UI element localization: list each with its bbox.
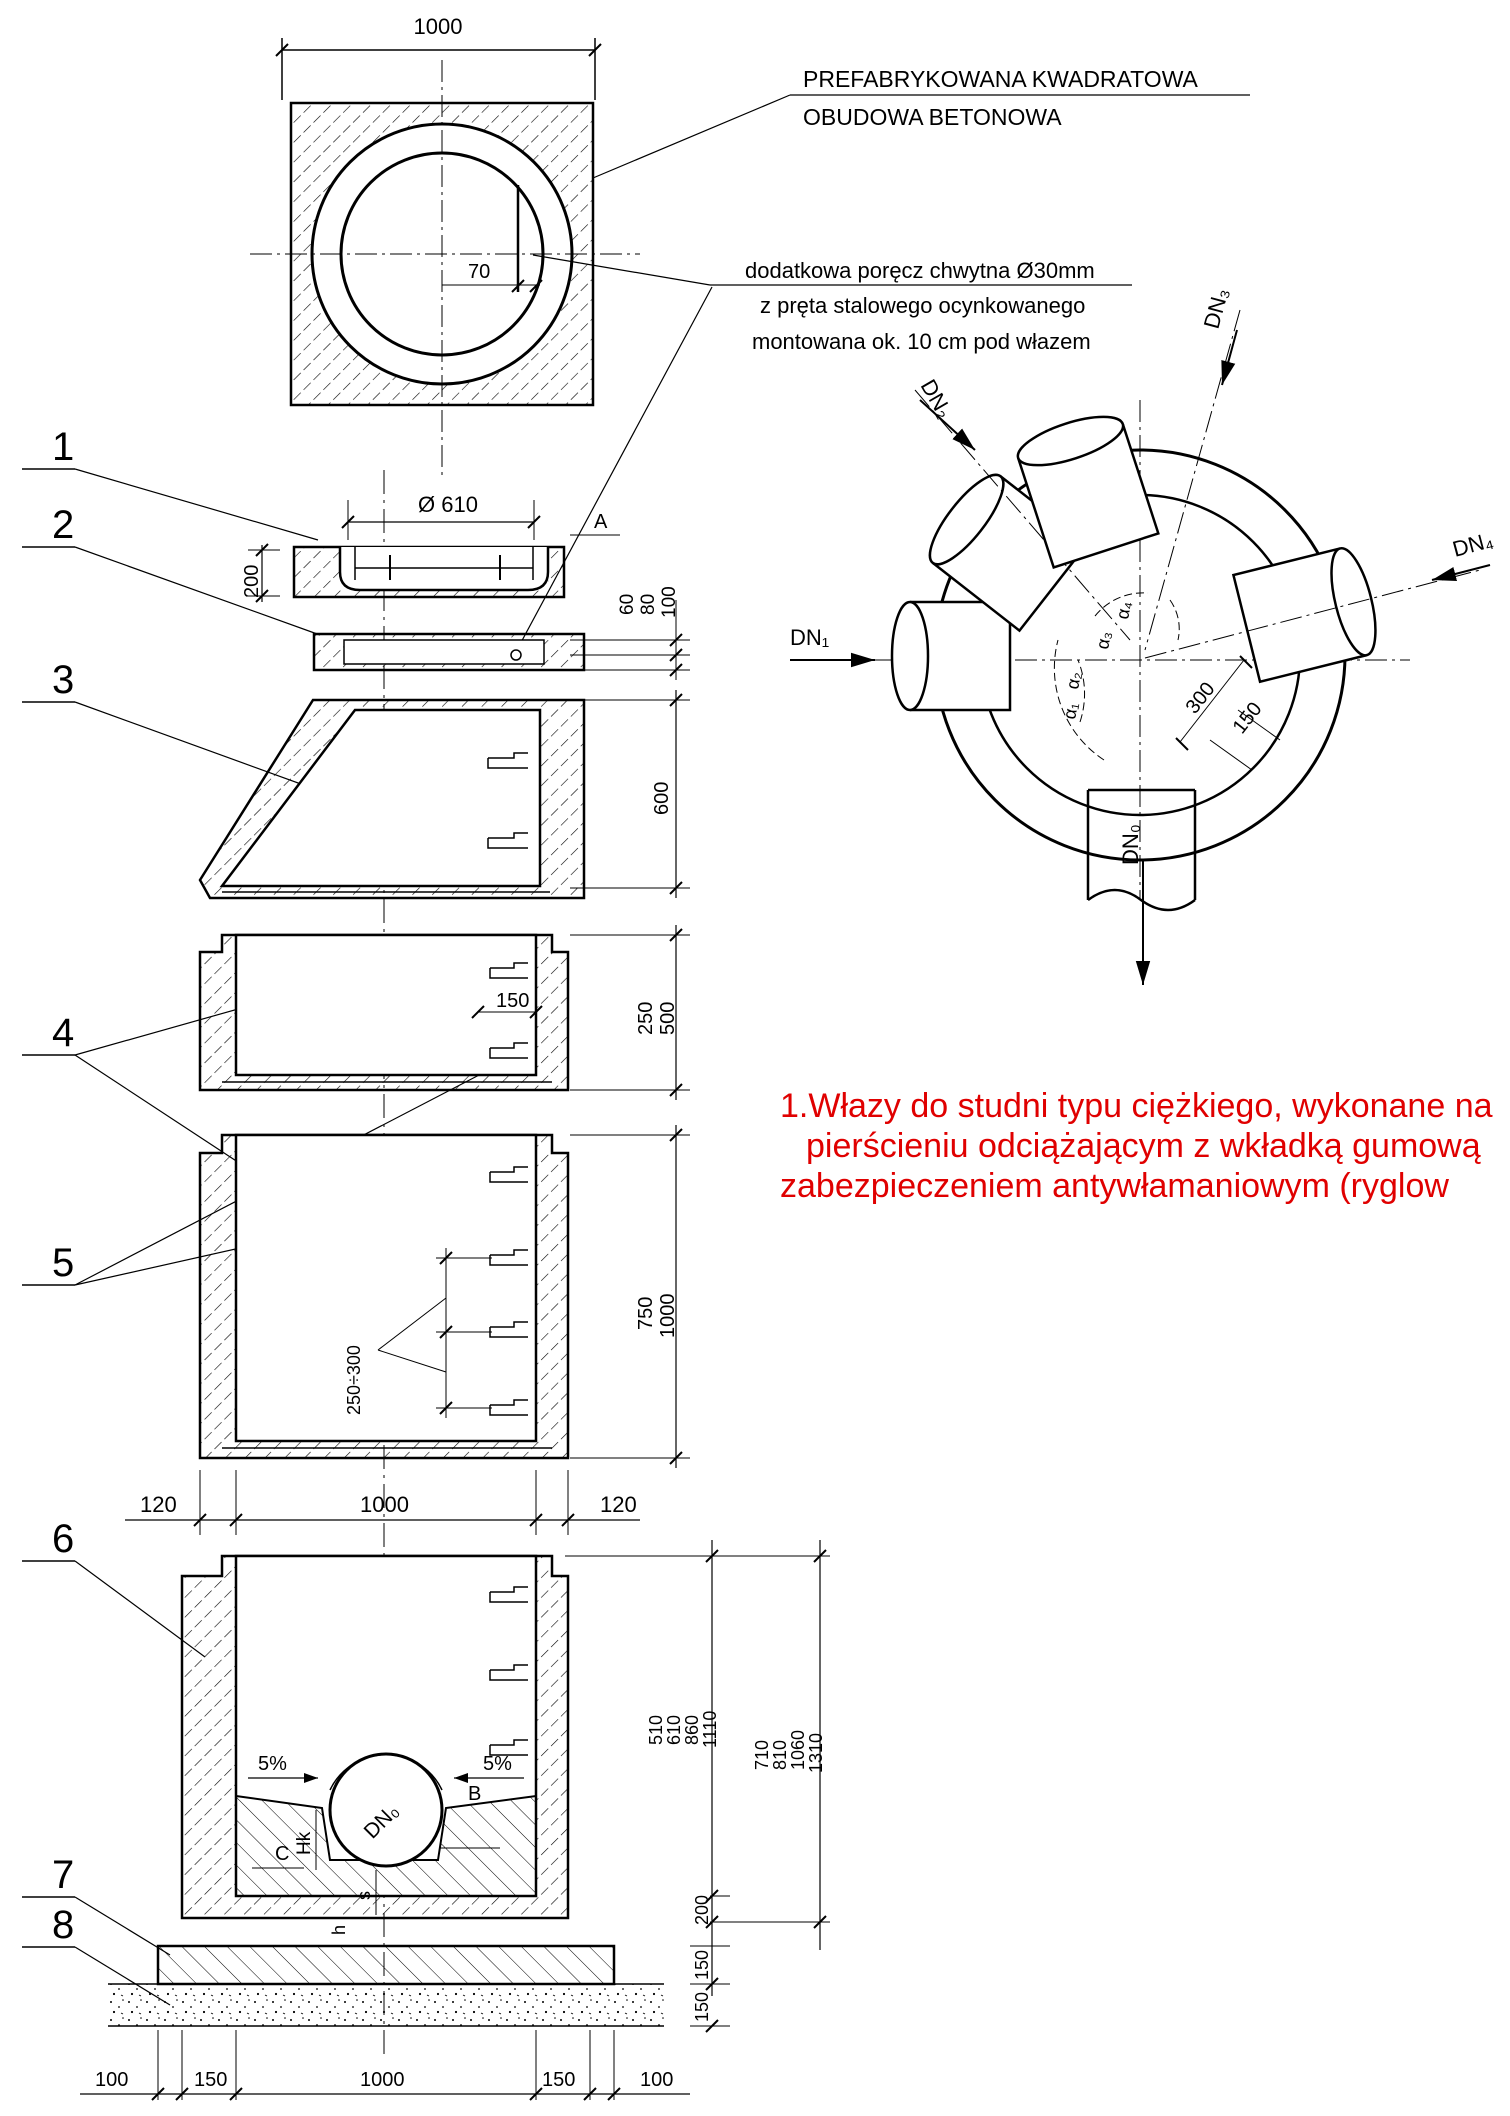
angle-a2: α₂: [1062, 670, 1085, 691]
bot-150-left: 150: [194, 2069, 227, 2091]
dim-step-spacing: 250÷300: [344, 1345, 364, 1415]
dim-base-h1: 510: [646, 1715, 666, 1745]
handrail-label-2: z pręta stalowego ocynkowanego: [760, 293, 1085, 318]
dim-bottom-200: 200: [692, 1895, 712, 1925]
dim-cone-600: 600: [651, 782, 673, 815]
width-dims: 120 1000 120: [125, 1470, 640, 1535]
angle-a1: α₁: [1059, 701, 1082, 721]
dim-ring-500: 500: [657, 1002, 679, 1035]
pipe-dn0-plan: DN₀: [1086, 788, 1197, 985]
pipe-dn1: DN₁: [790, 600, 1012, 712]
manhole-cover: Ø 610 A 200: [241, 492, 620, 603]
slope-left: 5%: [258, 1753, 287, 1775]
label-dn3: DN₃: [1199, 285, 1234, 331]
plan-view: DN₁ DN₂ DN₃ DN₄ DN₀: [790, 285, 1496, 985]
bottom-dims: 100 150 1000 150 100: [80, 2030, 690, 2101]
dim-base-h4: 1110: [700, 1711, 720, 1748]
dim-total-1: 710: [752, 1740, 772, 1770]
dim-manhole-dia: Ø 610: [418, 492, 478, 517]
label-h: h: [329, 1925, 349, 1935]
item-8-label: 8: [52, 1903, 74, 1947]
dim-sub-150: 150: [692, 1992, 712, 2022]
note-line-1: 1.Włazy do studni typu ciężkiego, wykona…: [780, 1087, 1493, 1125]
label-Hk: Hk: [294, 1831, 315, 1855]
dim-wall-right: 120: [600, 1492, 637, 1517]
dim-base-h3: 860: [682, 1715, 702, 1745]
label-dn0-plan: DN₀: [1118, 824, 1143, 865]
dim-ring-80: 80: [638, 594, 659, 615]
item-3-label: 3: [52, 658, 74, 702]
dim-ring-60: 60: [617, 594, 638, 615]
label-B: B: [468, 1783, 481, 1805]
label-s: s: [354, 1891, 374, 1900]
dim-top-width: 1000: [414, 14, 463, 39]
dim-200-top: 200: [241, 565, 263, 598]
dim-ring-250: 250: [635, 1002, 657, 1035]
relief-ring: 60 80 100: [312, 586, 690, 680]
dim-ring-750: 750: [635, 1297, 657, 1330]
dim-total-2: 810: [770, 1740, 790, 1770]
bot-1000: 1000: [360, 2069, 405, 2091]
dim-ring-1000: 1000: [657, 1294, 679, 1339]
bot-100-right: 100: [640, 2069, 673, 2091]
dim-wall-left: 120: [140, 1492, 177, 1517]
label-C: C: [275, 1843, 289, 1865]
ring-750-1000: 250÷300 750 1000: [198, 1125, 690, 1468]
dim-ring-100: 100: [659, 586, 680, 618]
item-6-label: 6: [52, 1517, 74, 1561]
handrail-label-3: montowana ok. 10 cm pod włazem: [752, 329, 1091, 354]
note-line-3: zabezpieczeniem antywłamaniowym (ryglow: [780, 1167, 1449, 1205]
angle-a3: α₃: [1092, 630, 1115, 651]
pipe-dn3: [1016, 415, 1160, 569]
dim-slab-150: 150: [692, 1950, 712, 1980]
top-view: 1000 70 PREFABRYKOWANA KWADRATOWA OBUDOW…: [250, 14, 1250, 649]
reducing-cone: 600: [198, 690, 690, 900]
slope-right: 5%: [483, 1753, 512, 1775]
item-5-label: 5: [52, 1241, 74, 1285]
item-4-label: 4: [52, 1011, 74, 1055]
bot-150-right: 150: [542, 2069, 575, 2091]
dim-handrail: 70: [468, 261, 490, 283]
casing-label-2: OBUDOWA BETONOWA: [803, 104, 1062, 130]
dim-step-150: 150: [496, 990, 529, 1012]
note-line-2: pierścieniu odciążającym z wkładką gumow…: [806, 1127, 1481, 1165]
base-slab: [156, 1944, 616, 1986]
section-view: Ø 610 A 200 60: [80, 470, 830, 2101]
handrail-label-1: dodatkowa poręcz chwytna Ø30mm: [745, 258, 1095, 283]
label-dn4: DN₄: [1450, 527, 1496, 562]
item-2-label: 2: [52, 503, 74, 547]
dim-A: A: [594, 511, 608, 533]
sub-base: [108, 1984, 664, 2026]
ring-250-500: 150 250 500: [198, 925, 690, 1100]
note: 1.Włazy do studni typu ciężkiego, wykona…: [780, 1087, 1493, 1205]
angle-a4: α₄: [1112, 600, 1135, 621]
dim-base-h2: 610: [664, 1715, 684, 1745]
item-7-label: 7: [52, 1853, 74, 1897]
label-dn1: DN₁: [790, 625, 829, 650]
item-1-label: 1: [52, 425, 74, 469]
dim-inner: 1000: [360, 1492, 409, 1517]
pipe-dn4: [1231, 546, 1377, 684]
casing-label-1: PREFABRYKOWANA KWADRATOWA: [803, 66, 1199, 92]
base-chamber: 5% 5% DN₀ Hk B C s h 510 610 860 1110 71…: [180, 1540, 830, 1996]
bot-100-left: 100: [95, 2069, 128, 2091]
dim-total-3: 1060: [788, 1730, 808, 1770]
dim-total-4: 1310: [806, 1733, 826, 1773]
